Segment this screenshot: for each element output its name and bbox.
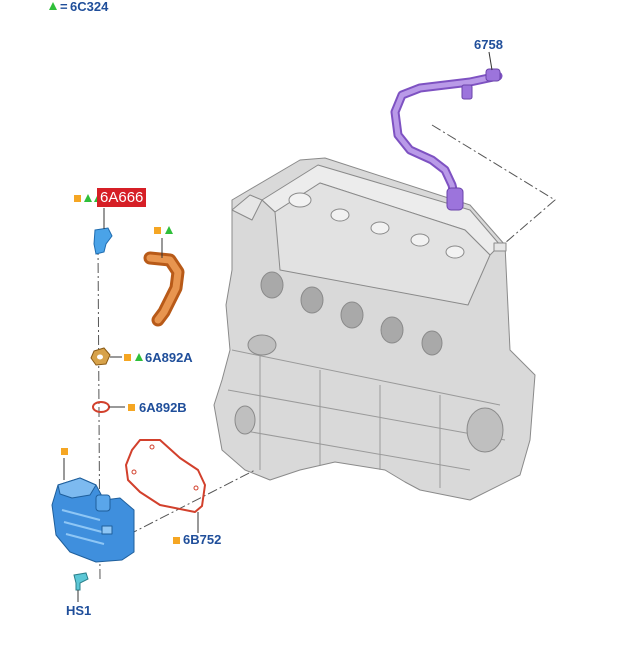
engine-block[interactable] bbox=[213, 157, 536, 501]
tube-elbow-square-icon bbox=[154, 227, 161, 234]
gasket-6b752[interactable] bbox=[125, 439, 206, 533]
separator-square-icon bbox=[61, 448, 68, 455]
seal1-square-icon bbox=[124, 354, 131, 361]
gasket-square-icon bbox=[173, 537, 180, 544]
callout-bolt[interactable]: HS1 bbox=[66, 603, 92, 618]
tube-elbow-triangle-icon bbox=[165, 226, 173, 234]
oil-separator-nozzle bbox=[101, 525, 113, 535]
legend: = 6C324 bbox=[46, 0, 146, 16]
tube-triangle-icon bbox=[84, 194, 92, 202]
callout-tube-highlight[interactable]: 6A666 bbox=[97, 188, 147, 207]
seal-6a892a[interactable] bbox=[90, 347, 122, 366]
spark-plug-wells bbox=[288, 192, 465, 259]
gasket-bolt-hole-2 bbox=[193, 485, 199, 491]
bolt-hs1-body bbox=[73, 572, 89, 591]
oil-separator-outlet bbox=[95, 494, 111, 512]
breather-hose-highlight bbox=[392, 73, 501, 201]
oil-separator[interactable] bbox=[51, 477, 135, 563]
tube-square-icon bbox=[74, 195, 81, 202]
gasket-bolt-hole-1 bbox=[149, 444, 155, 450]
callout-seal-1[interactable]: 6A892A bbox=[145, 350, 193, 365]
callout-seal-2[interactable]: 6A892B bbox=[139, 400, 187, 415]
callout-hose-top[interactable]: 6758 bbox=[474, 37, 503, 52]
legend-triangle-icon bbox=[49, 2, 57, 10]
leader-hose-to-block bbox=[431, 124, 556, 244]
breather-hose-end-top bbox=[485, 68, 501, 82]
cam-cover-front bbox=[261, 182, 491, 306]
block-ribs bbox=[227, 349, 506, 488]
legend-code: 6C324 bbox=[70, 0, 109, 14]
breather-hose-pointer bbox=[488, 51, 493, 71]
connector-fitting[interactable] bbox=[93, 208, 113, 255]
oil-return-tube-highlight bbox=[146, 254, 182, 324]
callout-gasket[interactable]: 6B752 bbox=[183, 532, 222, 547]
oil-separator-top-face bbox=[57, 477, 97, 499]
oil-separator-fins bbox=[61, 509, 105, 545]
leader-separator-to-block bbox=[127, 469, 256, 536]
seal-6a892a-hole bbox=[97, 354, 103, 360]
o-ring-6a892b-body bbox=[92, 401, 110, 413]
legend-equals: = bbox=[60, 0, 68, 14]
o-ring-6a892b[interactable] bbox=[92, 401, 125, 413]
breather-hose-clip bbox=[461, 84, 473, 100]
intake-stub bbox=[231, 194, 263, 221]
connector-fitting-body bbox=[93, 227, 113, 255]
seal1-triangle-icon bbox=[135, 353, 143, 361]
oil-return-tube[interactable] bbox=[143, 238, 185, 327]
block-bores bbox=[234, 334, 504, 453]
gasket-bolt-hole-3 bbox=[131, 469, 137, 475]
breather-hose[interactable] bbox=[390, 51, 503, 211]
rear-fitting bbox=[493, 242, 507, 252]
breather-hose-end-bottom bbox=[446, 187, 464, 211]
seal2-square-icon bbox=[128, 404, 135, 411]
gasket-6b752-body bbox=[125, 439, 206, 513]
port-openings bbox=[260, 271, 443, 356]
bolt-hs1[interactable] bbox=[73, 572, 89, 602]
